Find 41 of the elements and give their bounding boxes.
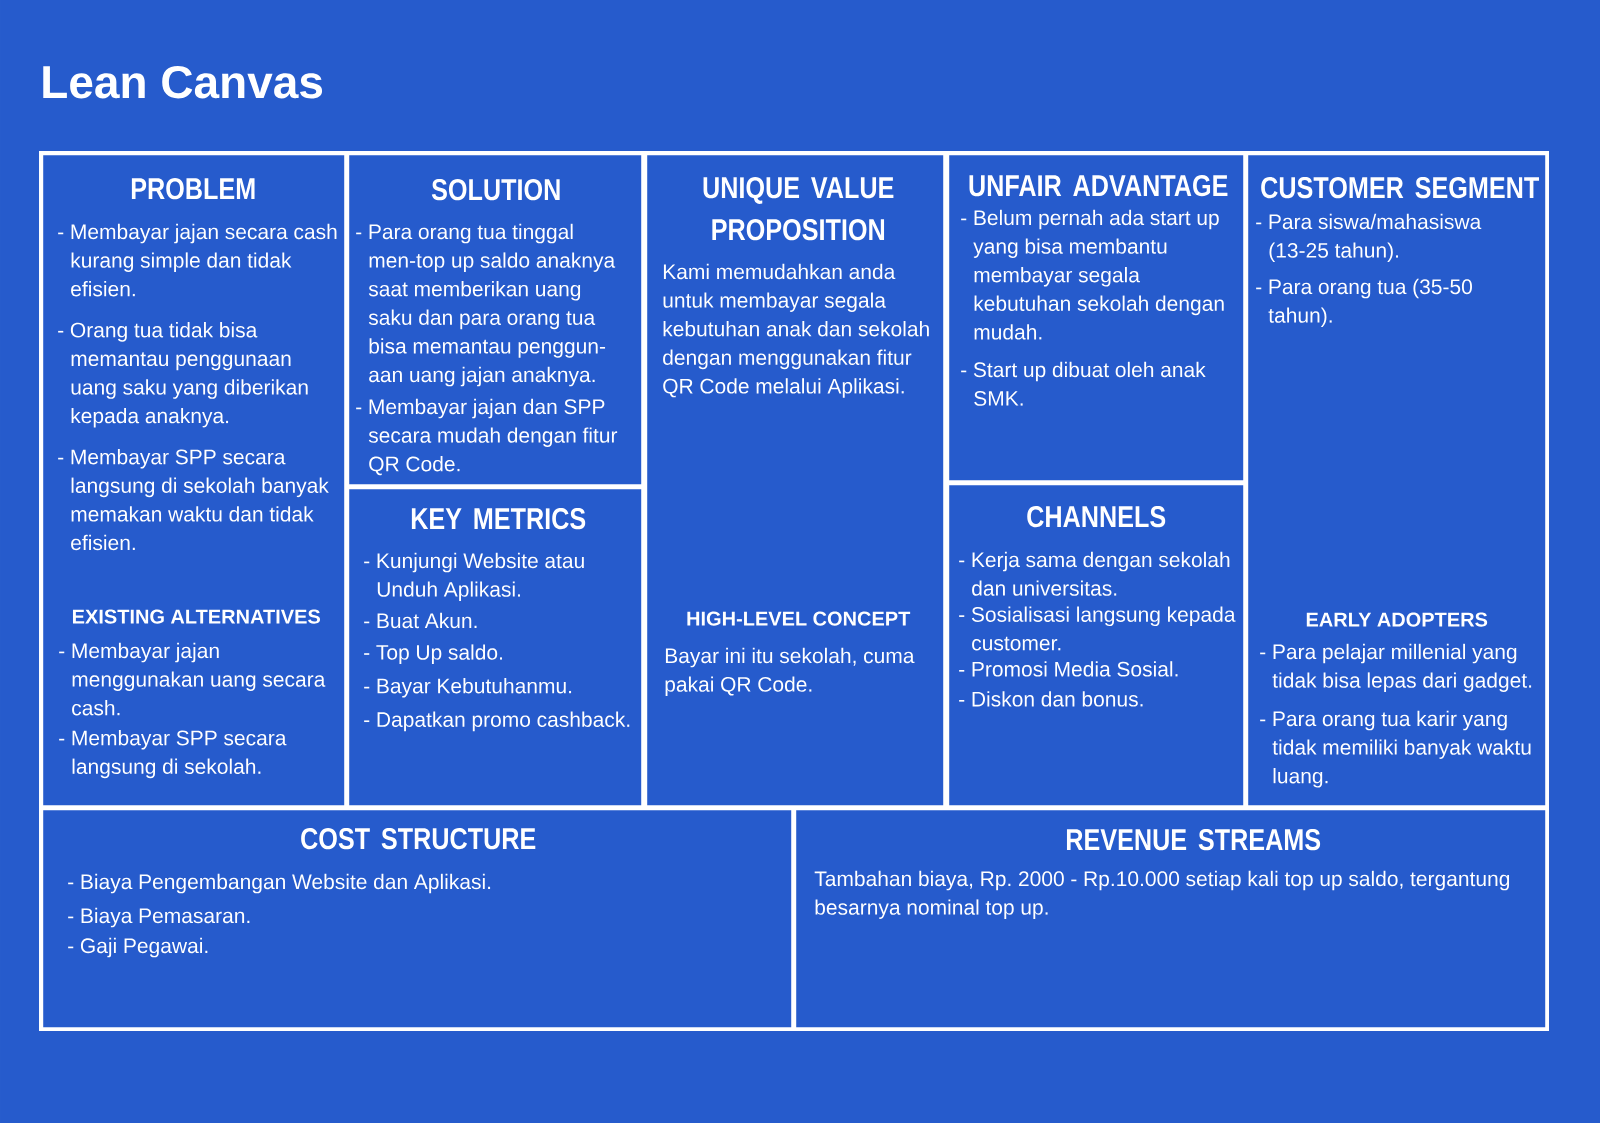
bullet-text: - Orang tua tidak bisa memantau penggunaan uang saku yang diberikan kepada anaknya.: [58, 322, 308, 428]
body-text: Kami memudahkan anda untuk membayar segala kebutuhan anak dan sekolah dengan menggunakan fitur QR Code melalui Aplikasi.: [663, 263, 929, 398]
bullet-text: - Buat Akun.: [364, 612, 477, 629]
bullet-text: - Membayar jajan dan SPP secara mudah dengan fitur QR Code.: [356, 398, 618, 476]
bullet-text: - Membayar jajan menggunakan uang secara cash.: [59, 642, 326, 716]
bullet-text: - Para orang tua (35-50 tahun).: [1256, 278, 1472, 327]
bullet-text: - Membayar jajan secara cash kurang simple dan tidak efisien.: [58, 223, 337, 297]
section-heading: KEY METRICS: [411, 508, 586, 530]
bullet-text: - Gaji Pegawai.: [68, 937, 208, 958]
bullet-text: - Membayar SPP secara langsung di sekolah.: [59, 730, 287, 779]
subsection-heading: EXISTING ALTERNATIVES: [73, 609, 320, 624]
bullet-text: - Diskon dan bonus.: [959, 691, 1143, 707]
title: Lean Canvas: [43, 65, 323, 99]
bullet-text: - Kerja sama dengan sekolah dan universitas.: [959, 551, 1230, 596]
bullet-text: - Biaya Pemasaran.: [68, 907, 250, 928]
bullet-text: - Belum pernah ada start up yang bisa membantu membayar segala kebutuhan sekolah dengan mudah.: [961, 209, 1224, 340]
bullet-text: - Promosi Media Sosial.: [959, 661, 1178, 677]
section-heading: UNIQUE VALUE PROPOSITION: [703, 177, 894, 241]
bullet-text: - Top Up saldo.: [364, 644, 502, 664]
bullet-text: - Start up dibuat oleh anak SMK.: [961, 361, 1206, 406]
subsection-heading: EARLY ADOPTERS: [1306, 612, 1488, 627]
bullet-text: - Para siswa/mahasiswa (13-25 tahun).: [1256, 213, 1482, 262]
subsection-heading: HIGH-LEVEL CONCEPT: [687, 611, 911, 626]
body-text: Tambahan biaya, Rp. 2000 - Rp.10.000 setiap kali top up saldo, tergantung besarnya nominal top up.: [814, 870, 1510, 919]
bullet-text: - Para orang tua karir yang tidak memiliki banyak waktu luang.: [1260, 710, 1531, 788]
section-heading: REVENUE STREAMS: [1066, 829, 1321, 851]
body-text: Bayar ini itu sekolah, cuma pakai QR Code.: [665, 647, 915, 696]
section-heading: PROBLEM: [131, 178, 255, 200]
bullet-text: - Para pelajar millenial yang tidak bisa lepas dari gadget.: [1260, 643, 1532, 692]
section-heading: COST STRUCTURE: [301, 828, 536, 850]
bullet-text: - Dapatkan promo cashback.: [364, 711, 630, 732]
section-heading: CUSTOMER SEGMENT: [1261, 177, 1539, 199]
bullet-text: - Membayar SPP secara langsung di sekolah banyak memakan waktu dan tidak efisien.: [58, 449, 329, 551]
bullet-text: - Sosialisasi langsung kepada customer.: [959, 606, 1236, 651]
section-heading: UNFAIR ADVANTAGE: [969, 175, 1228, 197]
bullet-text: - Biaya Pengembangan Website dan Aplikasi.: [68, 873, 491, 894]
bullet-text: - Para orang tua tinggal men-top up saldo anaknya saat memberikan uang saku dan para orang tua bisa memantau penggun- aan uang jajan anaknya.: [356, 223, 616, 387]
section-heading: CHANNELS: [1027, 506, 1166, 528]
bullet-text: - Kunjungi Website atau Unduh Aplikasi.: [364, 552, 584, 601]
section-heading: SOLUTION: [431, 179, 560, 201]
bullet-text: - Bayar Kebutuhanmu.: [364, 678, 572, 698]
